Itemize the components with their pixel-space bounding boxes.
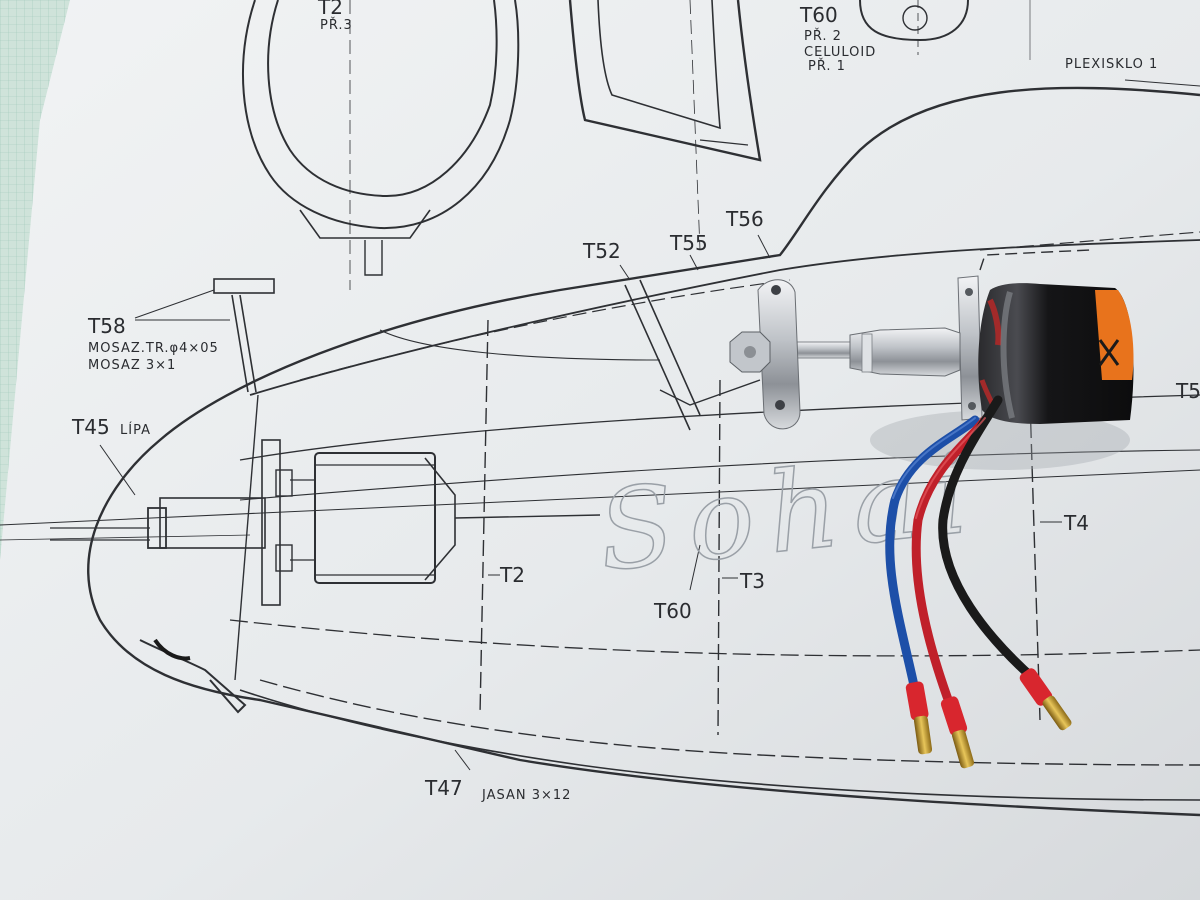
bullet-connectors [905,668,1072,769]
label-t52: T52 [582,239,621,263]
label-mosaz-tr: MOSAZ.TR.φ4×05 [88,341,219,356]
label-t4: T4 [1063,511,1089,535]
motor-wires [885,395,1040,710]
label-jasan: JASAN 3×12 [481,788,571,803]
label-t55: T55 [669,231,708,255]
label-mosaz: MOSAZ 3×1 [88,358,176,373]
motor-mount-plate [957,275,983,421]
label-pr2: PŘ. 2 [804,28,842,44]
label-t3: T3 [739,569,765,593]
label-t5-partial: T5 [1175,379,1200,403]
label-t56: T56 [725,207,764,231]
label-t60: T60 [653,599,692,623]
label-t58: T58 [87,314,126,338]
label-celuloid: CELULOID [804,45,876,60]
label-t60-top: T60 [799,3,838,27]
label-lipa: LÍPA [120,422,151,438]
label-t2-top: T2 [317,0,343,19]
motor-can [978,283,1134,424]
label-t45: T45 [71,415,110,439]
red-wire [911,415,990,710]
label-t47: T47 [424,776,463,800]
label-pr3: PŘ.3 [320,17,353,33]
brushless-motor [870,275,1134,470]
prop-adapter [729,279,961,430]
label-plexisklo: PLEXISKLO 1 [1065,57,1158,72]
black-wire [938,395,1040,685]
blue-wire [885,415,980,695]
label-t2: T2 [499,563,525,587]
label-pr1: PŘ. 1 [808,58,846,74]
blueprint-drawing [0,0,1200,817]
